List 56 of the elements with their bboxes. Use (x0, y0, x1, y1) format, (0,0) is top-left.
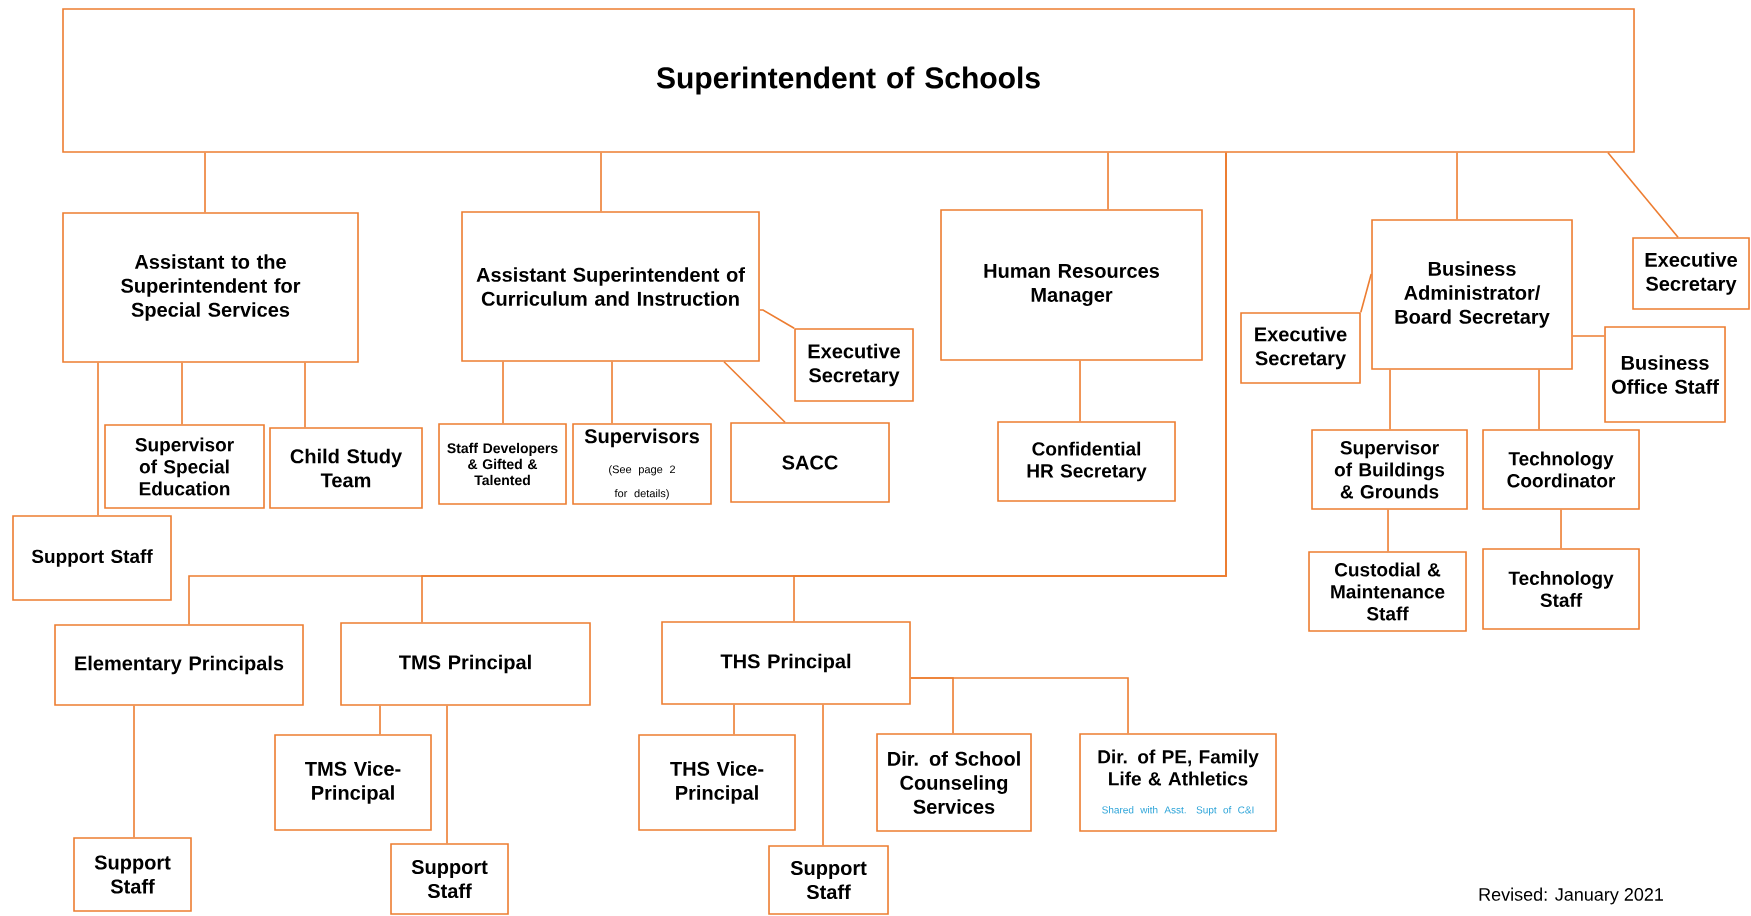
org-box: Technology Staff (1482, 548, 1640, 630)
org-box: Supervisor of Buildings & Grounds (1311, 429, 1468, 510)
org-box: Support Staff (73, 837, 192, 912)
connector-line (759, 309, 795, 329)
org-box: Assistant Superintendent of Curriculum and Instruction (461, 211, 760, 362)
connector-line (611, 361, 613, 424)
org-box: Support Staff (768, 845, 889, 915)
connector-line (1389, 369, 1391, 430)
org-box: Support Staff (12, 515, 172, 601)
org-box: Confidential HR Secretary (997, 421, 1176, 502)
connector-line (1107, 152, 1109, 210)
org-box: Assistant to the Superintendent for Special Services (62, 212, 359, 363)
org-box: Staff Developers & Gifted & Talented (438, 423, 567, 505)
connector-line (822, 704, 824, 846)
org-box: Dir. of School Counseling Services (876, 733, 1032, 832)
org-box: TMS Vice-Principal (274, 734, 432, 831)
org-box: Human Resources Manager (940, 209, 1203, 361)
connector-line (793, 152, 1227, 622)
connector-line (733, 704, 735, 735)
revision-note: Revised: January 2021 (1479, 887, 1663, 905)
connector-line (1079, 360, 1081, 422)
org-box: Child Study Team (269, 427, 423, 509)
connector-line (1387, 509, 1389, 552)
connector-line (97, 362, 99, 516)
org-box: Executive Secretary (794, 328, 914, 402)
org-box: Business Administrator/ Board Secretary (1371, 219, 1573, 370)
connector-line (1538, 369, 1540, 430)
org-box: SACC (730, 422, 890, 503)
org-box: Technology Coordinator (1482, 429, 1640, 510)
connector-line (502, 361, 504, 424)
org-box: Executive Secretary (1632, 237, 1750, 310)
connector-line (910, 677, 1129, 734)
connector-line (133, 705, 135, 838)
connector-line (1607, 152, 1679, 238)
org-box: Supervisor of Special Education (104, 424, 265, 509)
org-box: Supervisors (See page 2 for details) (572, 423, 712, 505)
connector-line (181, 362, 183, 425)
connector-line (304, 362, 306, 428)
org-box: Support Staff (390, 843, 509, 915)
org-box: TMS Principal (340, 622, 591, 706)
connector-line (379, 705, 381, 735)
connector-line (1360, 273, 1372, 313)
connector-line (1560, 509, 1562, 549)
org-box: Executive Secretary (1240, 312, 1361, 384)
connector-line (1572, 335, 1605, 337)
org-box: Dir. of PE, Family Life & Athletics Shared with Asst. Supt of C&I (1079, 733, 1277, 832)
org-box: Superintendent of Schools (62, 8, 1635, 153)
connector-line (600, 152, 602, 212)
org-box: Business Office Staff (1604, 326, 1726, 423)
org-box: THS Principal (661, 621, 911, 705)
org-box: Elementary Principals (54, 624, 304, 706)
connector-line (1456, 152, 1458, 220)
org-box: THS Vice-Principal (638, 734, 796, 831)
connector-line (446, 705, 448, 844)
connector-line (204, 152, 206, 213)
org-box: Custodial & Maintenance Staff (1308, 551, 1467, 632)
